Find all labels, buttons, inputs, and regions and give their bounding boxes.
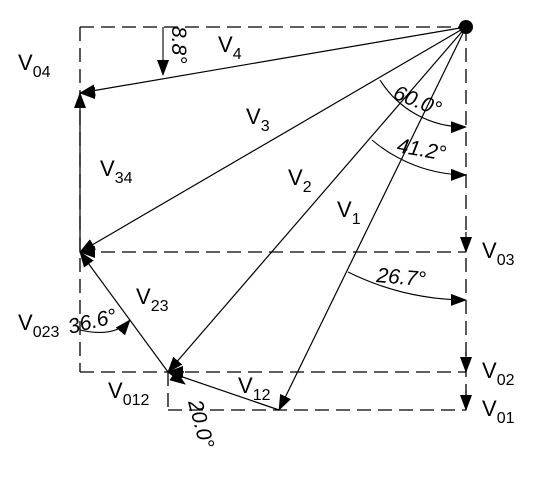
arc-a1 xyxy=(347,271,467,306)
label-v1: V1 xyxy=(337,197,361,228)
vector-v12-line xyxy=(167,371,280,411)
arc-a23 xyxy=(79,319,131,336)
label-v4: V4 xyxy=(218,32,242,63)
label-v23: V23 xyxy=(136,284,169,315)
vector-v3-line xyxy=(79,26,467,253)
label-v02: V02 xyxy=(482,358,515,389)
label-v04: V04 xyxy=(18,50,51,81)
component-labels: V04 V03 V02 V01 V023 V012 xyxy=(18,50,515,427)
angle-a2: 41.2° xyxy=(395,134,448,165)
label-v012: V012 xyxy=(108,378,149,409)
angle-a12: 20.0° xyxy=(183,396,218,451)
vector-v23-line xyxy=(79,251,169,373)
origin-point xyxy=(459,20,473,34)
arc-a3 xyxy=(379,79,467,134)
vector-v1-line xyxy=(278,26,467,411)
angle-a4: 8.8° xyxy=(167,26,190,64)
label-v023: V023 xyxy=(18,310,59,341)
arc-a12 xyxy=(167,370,186,385)
velocity-vectors xyxy=(74,26,467,411)
angle-a23: 36.6° xyxy=(66,305,119,339)
angle-a1: 26.7° xyxy=(375,264,427,291)
label-v03: V03 xyxy=(482,238,515,269)
label-v01: V01 xyxy=(482,396,515,427)
label-v34: V34 xyxy=(100,156,133,187)
label-v2: V2 xyxy=(288,165,312,196)
label-v12: V12 xyxy=(238,373,271,404)
vector-v4-line xyxy=(79,26,467,97)
vector-v2-line xyxy=(167,26,467,373)
label-v3: V3 xyxy=(246,104,270,135)
arc-a2 xyxy=(371,139,467,181)
angle-arcs xyxy=(79,27,467,385)
